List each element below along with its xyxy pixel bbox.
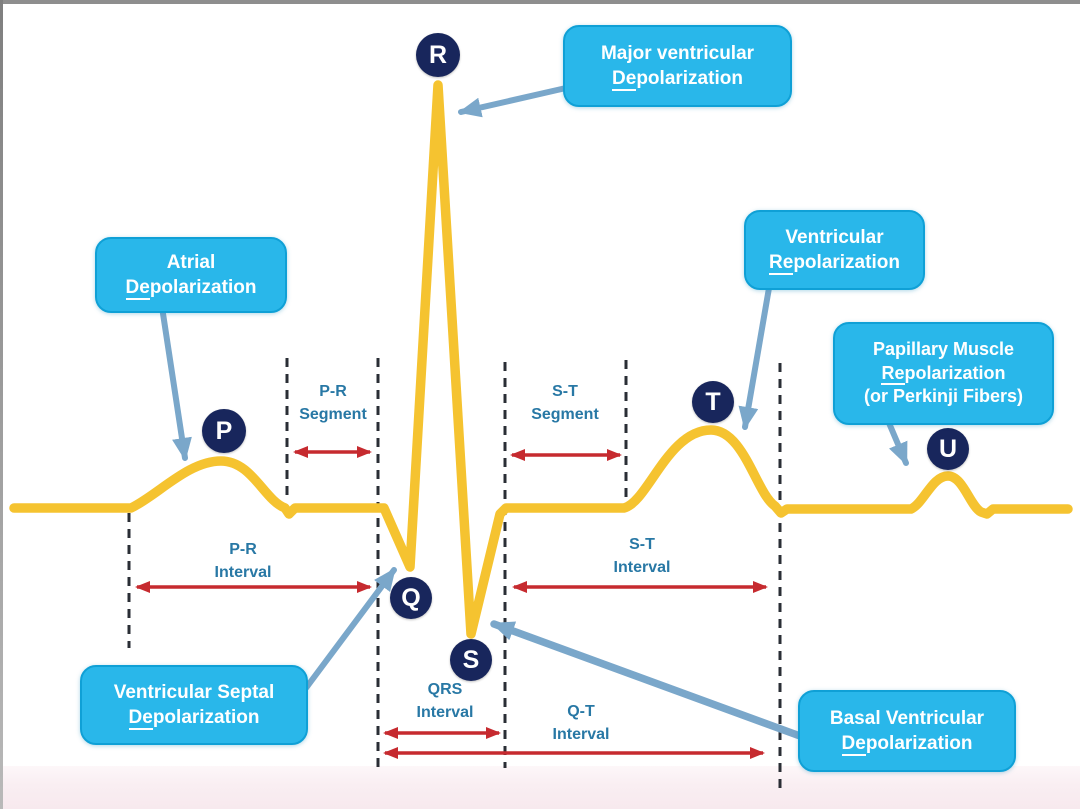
callout-line: Repolarization bbox=[881, 362, 1006, 385]
dashed-boundaries bbox=[127, 358, 782, 790]
callout-papillary-muscle-repolarization: Papillary Muscle Repolarization (or Perk… bbox=[833, 322, 1054, 425]
badge-s-letter: S bbox=[462, 645, 480, 674]
callout-line: Repolarization bbox=[769, 252, 900, 275]
arrow-papillary-to-u bbox=[886, 420, 909, 466]
label-qrs-interval: QRS Interval bbox=[416, 681, 474, 721]
callout-line: Major ventricular bbox=[600, 42, 755, 64]
label-pr-interval: P-R Interval bbox=[214, 541, 272, 581]
badge-r-wave: R bbox=[416, 33, 460, 77]
arrow-septal-to-q bbox=[303, 567, 397, 691]
callout-line: Basal Ventricular bbox=[829, 707, 985, 729]
badge-t-letter: T bbox=[705, 387, 721, 416]
arrow-repolarization-to-t bbox=[738, 285, 772, 430]
callout-line: Papillary Muscle bbox=[872, 339, 1015, 360]
callout-connectors bbox=[159, 85, 909, 740]
badge-s-wave: S bbox=[450, 639, 492, 681]
badge-t-wave: T bbox=[692, 381, 734, 423]
label-pr-segment: P-R Segment bbox=[299, 383, 367, 423]
label-st-interval: S-T Interval bbox=[613, 536, 671, 576]
callout-major-ventricular-depolarization: Major ventricular Depolarization bbox=[563, 25, 792, 107]
callout-line: Ventricular Septal bbox=[113, 681, 275, 703]
measurement-arrows bbox=[135, 446, 768, 759]
callout-basal-ventricular-depolarization: Basal Ventricular Depolarization bbox=[798, 690, 1016, 772]
arrow-major-ventricular-to-r bbox=[458, 85, 569, 118]
callout-line: Depolarization bbox=[125, 277, 257, 300]
badge-u-wave: U bbox=[927, 428, 969, 470]
badge-p-wave: P bbox=[202, 409, 246, 453]
callout-line: (or Perkinji Fibers) bbox=[863, 386, 1024, 407]
callout-ventricular-septal-depolarization: Ventricular Septal Depolarization bbox=[80, 665, 308, 745]
ecg-trace bbox=[9, 80, 1073, 639]
callout-ventricular-repolarization: Ventricular Repolarization bbox=[744, 210, 925, 290]
label-qt-interval: Q-T Interval bbox=[552, 703, 610, 743]
arrow-atrial-to-p bbox=[159, 304, 192, 461]
callout-atrial-depolarization: Atrial Depolarization bbox=[95, 237, 287, 313]
badge-r-letter: R bbox=[428, 40, 448, 69]
badge-u-letter: U bbox=[938, 434, 958, 463]
callout-line: Depolarization bbox=[841, 733, 973, 756]
badge-q-wave: Q bbox=[390, 577, 432, 619]
callout-line: Ventricular bbox=[785, 226, 884, 248]
arrow-basal-to-s bbox=[490, 620, 804, 740]
screen-top-edge bbox=[0, 0, 1080, 4]
badge-q-letter: Q bbox=[401, 583, 421, 612]
callout-line: Depolarization bbox=[128, 707, 260, 730]
callout-line: Atrial bbox=[166, 251, 216, 273]
badge-p-letter: P bbox=[215, 416, 233, 445]
label-st-segment: S-T Segment bbox=[531, 383, 599, 423]
screen-left-edge bbox=[0, 0, 3, 809]
bottom-pink-band bbox=[0, 766, 1080, 809]
callout-line: Depolarization bbox=[612, 68, 743, 91]
